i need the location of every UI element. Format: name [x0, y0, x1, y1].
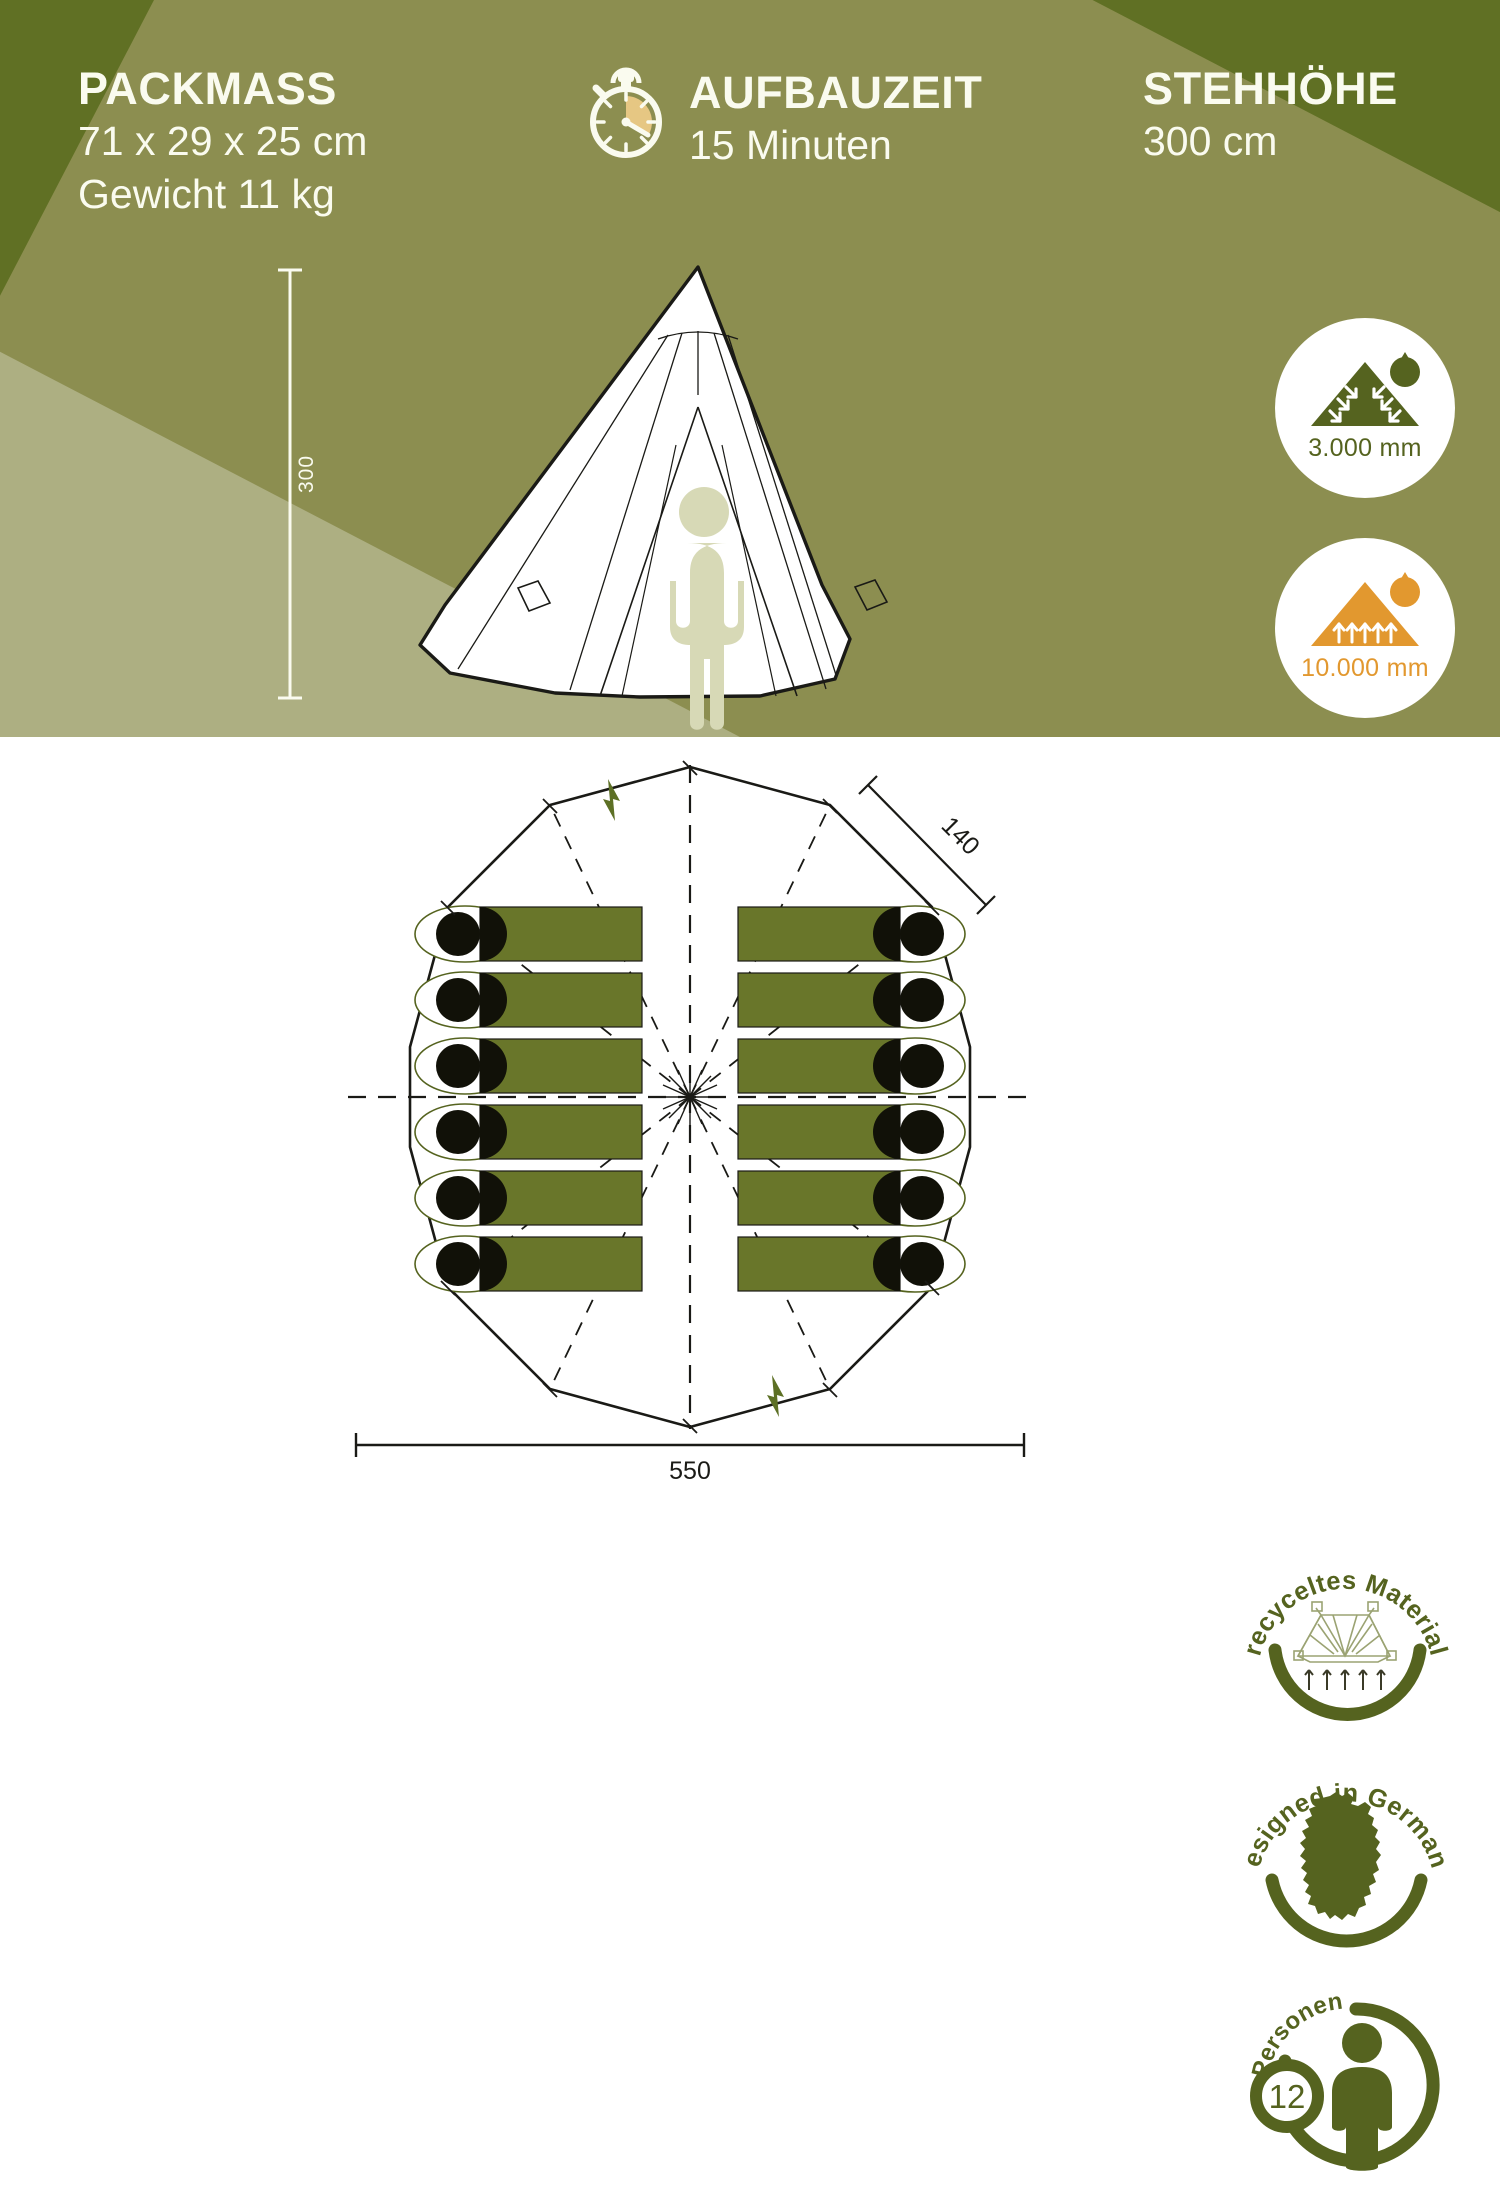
mat-item	[737, 1037, 966, 1095]
center-pole-starburst	[660, 1067, 720, 1127]
door-zip-arrow-bottom	[767, 1375, 784, 1417]
packmass-block: PACKMASS 71 x 29 x 25 cm Gewicht 11 kg	[78, 62, 367, 222]
seal-designed-in-germany: designed in Germany	[1230, 1730, 1453, 1967]
sleeping-mats-right	[737, 905, 966, 1293]
stopwatch-icon	[590, 67, 662, 158]
mat-item	[737, 1103, 966, 1161]
person-count-label: 12	[1269, 2078, 1306, 2115]
floorplan-panel: 140 550 recyceltes Material	[0, 737, 1500, 2171]
waterproof-outer-label: 3.000 mm	[1308, 433, 1422, 462]
recycle-arrows-icon	[1304, 1669, 1386, 1690]
tent-line-art-icon	[1293, 1601, 1397, 1663]
mat-item	[414, 1103, 643, 1161]
germany-map-icon	[1300, 1792, 1381, 1920]
packmass-weight: Gewicht 11 kg	[78, 171, 335, 218]
mat-item	[737, 1235, 966, 1293]
mat-item	[737, 971, 966, 1029]
person-icon	[1332, 2023, 1392, 2171]
seal-recycled-material: recyceltes Material	[1238, 1532, 1453, 1747]
mat-item	[414, 971, 643, 1029]
waterproof-badge-inner: 10.000 mm	[1275, 538, 1455, 718]
edge-tick-marks	[440, 760, 940, 1434]
mountain-rain-down-icon	[1311, 351, 1420, 426]
person-silhouette-icon	[670, 487, 744, 730]
aufbauzeit-block: AUFBAUZEIT 15 Minuten	[585, 62, 982, 172]
width-dimension-label: 550	[669, 1457, 711, 1485]
sleeping-mats-left	[414, 905, 643, 1293]
seal-persons: Personen 12	[1238, 1977, 1453, 2192]
stehhoehe-value: 300 cm	[1143, 118, 1278, 165]
width-dimension: 550	[354, 1433, 1026, 1485]
waterproof-badge-outer: 3.000 mm	[1275, 318, 1455, 498]
hero-panel: PACKMASS 71 x 29 x 25 cm Gewicht 11 kg	[0, 0, 1500, 737]
packmass-dimensions: 71 x 29 x 25 cm	[78, 118, 368, 165]
mat-item	[737, 1169, 966, 1227]
height-dimension-label: 300	[295, 454, 319, 494]
edge-dimension-label: 140	[936, 811, 985, 860]
floorplan-drawing: 140	[348, 760, 1032, 1434]
waterproof-inner-label: 10.000 mm	[1301, 653, 1429, 682]
door-zip-arrow-top	[603, 779, 620, 821]
mountain-rain-up-icon	[1311, 571, 1420, 646]
mat-item	[414, 905, 643, 963]
stehhoehe-title: STEHHÖHE	[1143, 63, 1398, 114]
mat-item	[737, 905, 966, 963]
height-dimension-line	[278, 268, 302, 700]
tent-shape	[418, 265, 889, 730]
packmass-title: PACKMASS	[78, 63, 337, 114]
mat-item	[414, 1169, 643, 1227]
stehhoehe-block: STEHHÖHE 300 cm	[1143, 62, 1398, 168]
aufbauzeit-title: AUFBAUZEIT	[689, 67, 983, 118]
aufbauzeit-value: 15 Minuten	[689, 122, 892, 169]
tent-elevation-drawing	[278, 265, 889, 730]
mat-item	[414, 1037, 643, 1095]
mat-item	[414, 1235, 643, 1293]
